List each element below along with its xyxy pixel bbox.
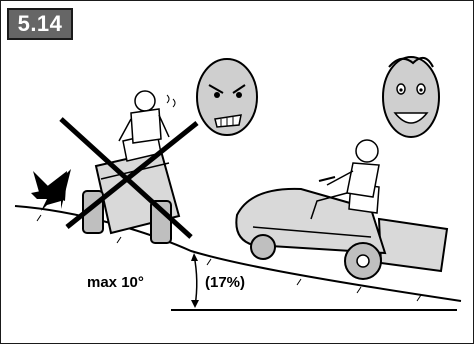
angle-indicator <box>191 253 199 308</box>
percent-label: (17%) <box>205 274 245 291</box>
angle-label: max 10° <box>87 274 144 291</box>
happy-face-icon <box>383 57 439 137</box>
direction-arrow-icon <box>31 169 71 211</box>
angry-face-icon <box>197 59 257 135</box>
mower-downhill <box>83 91 179 243</box>
figure-number-badge: 5.14 <box>7 8 73 40</box>
mower-across-slope <box>236 140 447 279</box>
